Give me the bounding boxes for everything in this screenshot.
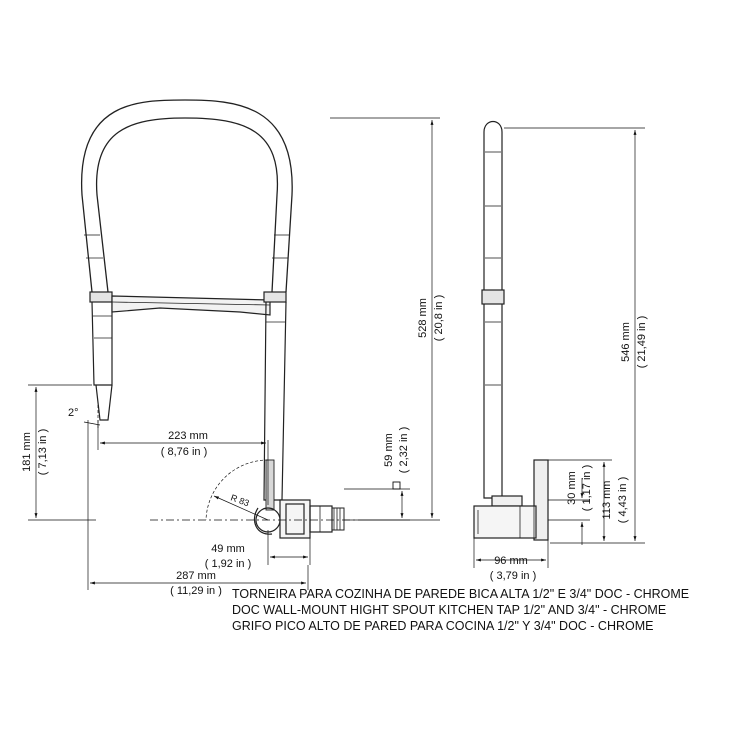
- side-column: [481, 120, 523, 507]
- hose-arch: [81, 99, 293, 293]
- caption-portuguese: TORNEIRA PARA COZINHA DE PAREDE BICA ALT…: [232, 587, 690, 601]
- height-181-in-label: ( 7,13 in ): [37, 429, 49, 475]
- body-mm-label: 49 mm: [211, 543, 245, 555]
- total-width-mm-label: 287 mm: [176, 570, 216, 582]
- reach-in-label: ( 8,76 in ): [161, 446, 207, 458]
- total-height-546-mm-label: 546 mm: [620, 322, 632, 362]
- radius-label: R 83: [229, 492, 250, 508]
- depth-mm-label: 96 mm: [494, 555, 528, 567]
- body-in-label: ( 1,92 in ): [205, 558, 251, 570]
- depth-in-label: ( 3,79 in ): [490, 570, 536, 582]
- mount-in-label: ( 4,43 in ): [617, 477, 629, 523]
- front-view: [81, 99, 345, 539]
- total-width-in-label: ( 11,29 in ): [170, 585, 222, 597]
- outlet-mm-label: 59 mm: [383, 433, 395, 467]
- caption-spanish: GRIFO PICO ALTO DE PARED PARA COCINA 1/2…: [232, 619, 654, 633]
- total-height-546-in-label: ( 21,49 in ): [636, 316, 648, 369]
- faucet-column: [263, 291, 287, 511]
- height-181-mm-label: 181 mm: [21, 432, 33, 472]
- mount-mm-label: 113 mm: [601, 481, 613, 520]
- total-height-528-in-label: ( 20,8 in ): [433, 295, 445, 341]
- base-mm-label: 30 mm: [566, 471, 578, 505]
- caption-english: DOC WALL-MOUNT HIGHT SPOUT KITCHEN TAP 1…: [232, 603, 667, 617]
- total-height-528-mm-label: 528 mm: [417, 298, 429, 338]
- angle-label: 2°: [68, 407, 79, 419]
- side-view: [473, 120, 549, 541]
- side-wall-body: [473, 459, 549, 541]
- reach-mm-label: 223 mm: [168, 430, 208, 442]
- spray-head: [89, 291, 113, 421]
- side-dimension-lines: [473, 127, 645, 568]
- spout-arm: [111, 295, 271, 316]
- outlet-in-label: ( 2,32 in ): [398, 427, 410, 473]
- front-dimension-lines: [28, 117, 440, 590]
- base-in-label: ( 1,17 in ): [581, 465, 593, 511]
